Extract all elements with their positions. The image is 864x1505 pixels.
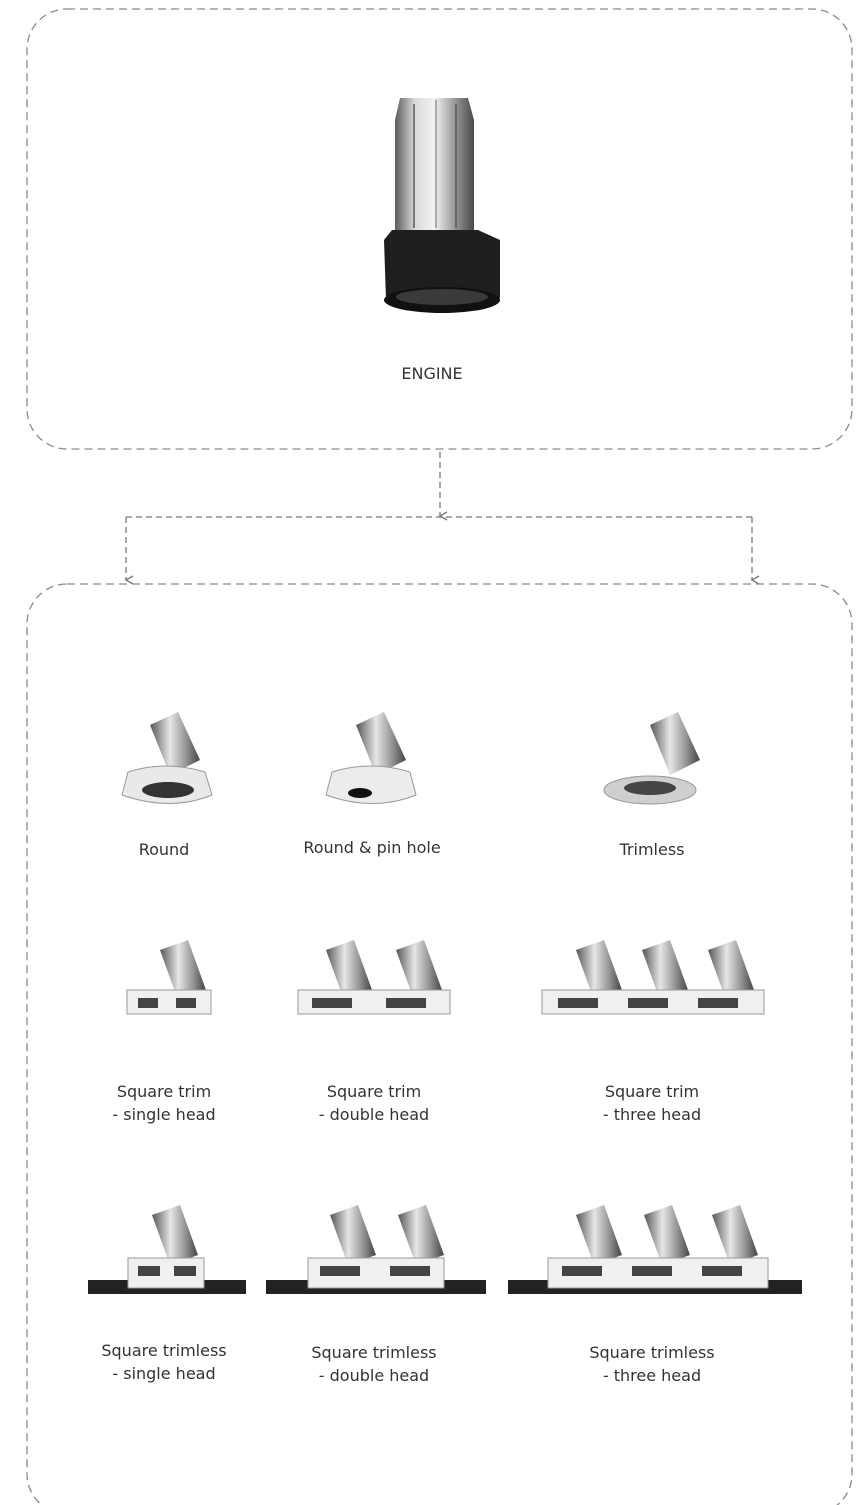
round-image (121, 712, 213, 804)
variant-label-square-trim-three: Square trim - three head (602, 1082, 702, 1124)
engine-box (26, 8, 853, 450)
variant-label-round: Round (138, 840, 190, 859)
square-trimless-single-image (88, 1205, 246, 1294)
engine-label: ENGINE (401, 364, 463, 383)
trimless-image (603, 712, 700, 805)
square-trim-single-image (126, 940, 212, 1015)
square-trim-three-image (541, 940, 765, 1015)
variant-label-square-trim-double: Square trim - double head (318, 1082, 430, 1124)
round-pin-hole-image (325, 712, 417, 804)
square-trim-double-image (297, 940, 451, 1015)
variant-label-square-trim-single: Square trim - single head (112, 1082, 216, 1124)
variant-label-square-trimless-three: Square trimless - three head (589, 1343, 715, 1385)
engine-image (384, 98, 500, 313)
variants-box (26, 583, 853, 1505)
variant-label-round-pin-hole: Round & pin hole (303, 838, 441, 857)
variant-label-square-trimless-double: Square trimless - double head (311, 1343, 437, 1385)
square-trimless-three-image (508, 1205, 802, 1294)
variant-label-square-trimless-single: Square trimless - single head (101, 1341, 227, 1383)
variant-label-trimless: Trimless (619, 840, 685, 859)
square-trimless-double-image (266, 1205, 486, 1294)
